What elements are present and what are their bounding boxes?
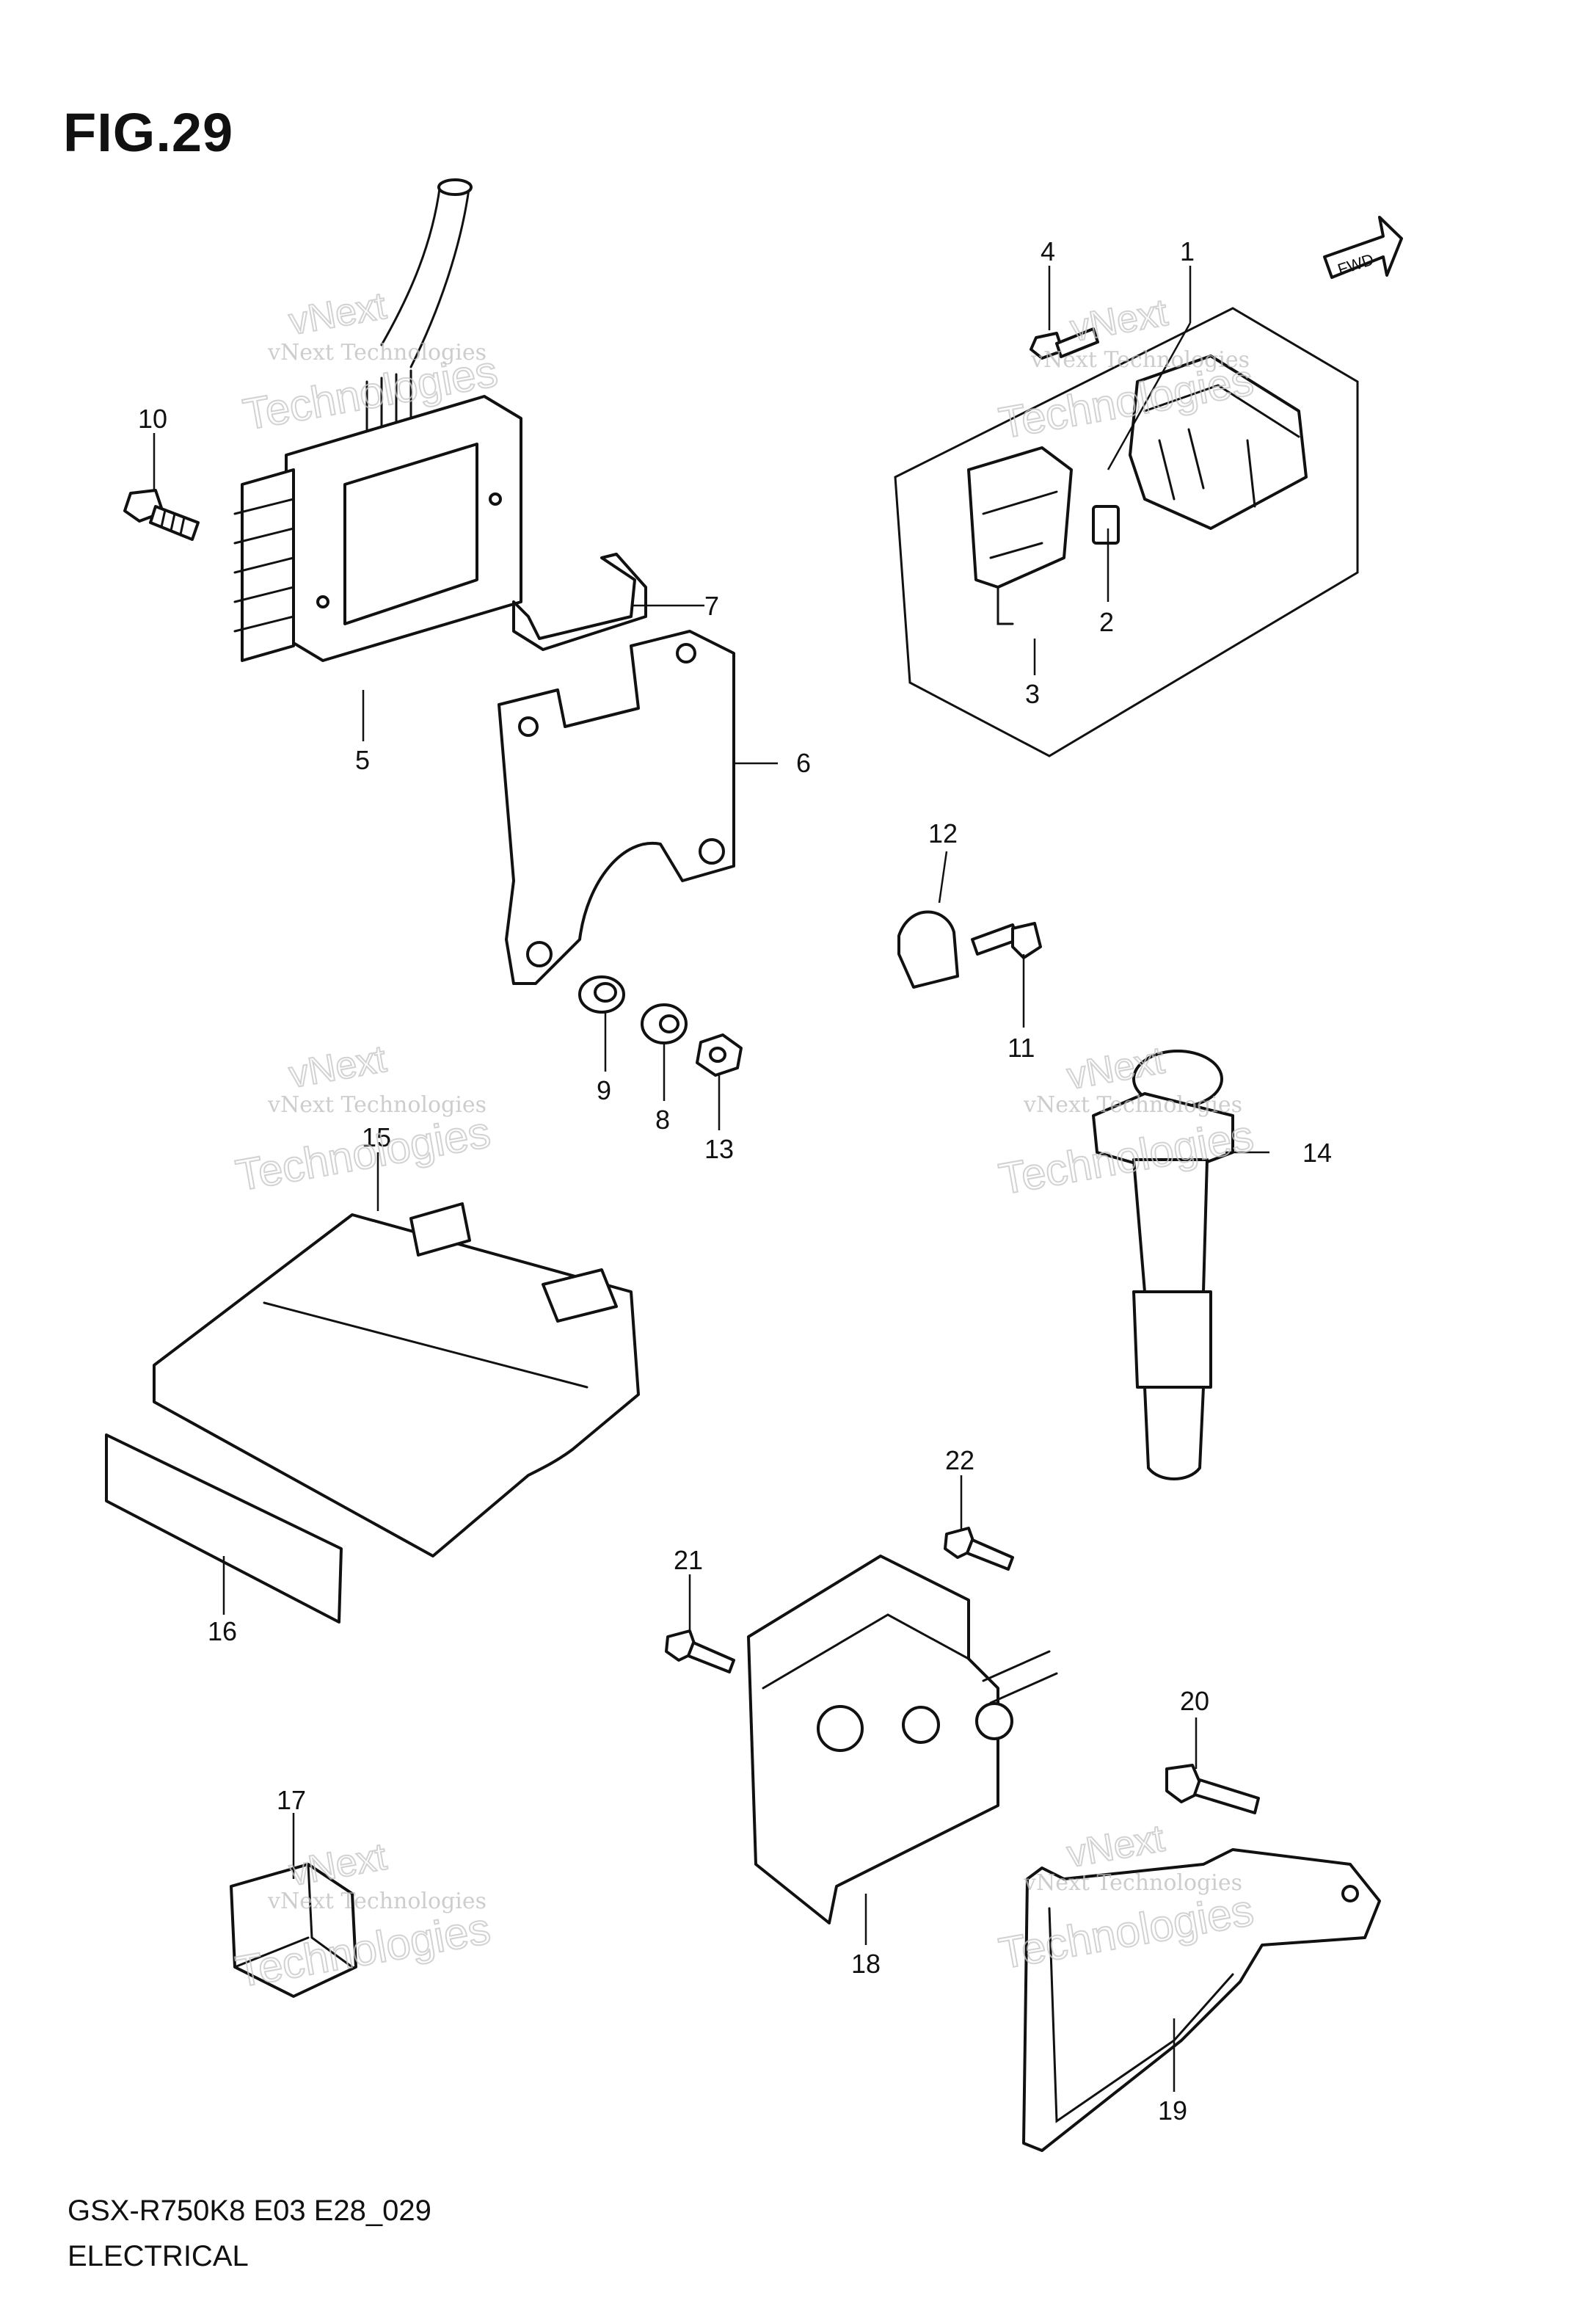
clamp-bolt-part[interactable]	[971, 922, 1042, 959]
callout-17: 17	[277, 1785, 306, 1815]
callout-16: 16	[208, 1616, 237, 1646]
figure-title: FIG.29	[63, 102, 234, 163]
grommet-part[interactable]	[578, 975, 625, 1014]
ecm-label-part[interactable]	[105, 1433, 343, 1624]
sensor-bolt-part[interactable]	[665, 1629, 735, 1673]
ignition-coil-part[interactable]	[1092, 1050, 1234, 1480]
spacer-plate-part[interactable]	[512, 553, 647, 651]
model-code: GSX-R750K8 E03 E28_029	[68, 2195, 431, 2227]
mounting-bracket-part[interactable]	[498, 630, 735, 985]
callout-15: 15	[362, 1122, 391, 1152]
watermark-text: vNext Technologies	[267, 1092, 487, 1118]
callout-22: 22	[945, 1445, 974, 1475]
watermark-brand: vNext	[285, 285, 390, 343]
callout-12: 12	[928, 818, 958, 848]
watermark-text: vNext Technologies	[267, 340, 487, 366]
callout-8: 8	[655, 1105, 670, 1135]
sensor-bracket-part[interactable]	[1022, 1848, 1381, 2152]
callout-1: 1	[1180, 236, 1195, 266]
regulator-rectifier-part[interactable]	[233, 178, 522, 662]
callout-4: 4	[1041, 236, 1055, 266]
callout-9: 9	[597, 1075, 611, 1105]
callout-20: 20	[1180, 1686, 1209, 1716]
starter-relay-group[interactable]	[894, 307, 1359, 757]
nut-part[interactable]	[696, 1033, 743, 1077]
callout-labels: 1 2 3 4 5 6 7 8 9 10 11 12 13 14 15 16 1…	[138, 236, 1332, 2126]
watermark-brand: vNext	[1067, 291, 1171, 350]
collar-part[interactable]	[641, 1003, 688, 1044]
watermark-company: Technologies	[233, 1107, 495, 1200]
clamp-part[interactable]	[897, 910, 959, 989]
bracket-bolt-part[interactable]	[1165, 1764, 1260, 1814]
callout-14: 14	[1302, 1138, 1332, 1168]
callout-18: 18	[851, 1949, 881, 1979]
callout-21: 21	[674, 1545, 703, 1575]
callout-6: 6	[796, 748, 811, 778]
connector-part[interactable]	[230, 1863, 357, 1998]
section-name: ELECTRICAL	[68, 2240, 249, 2272]
bolt-part[interactable]	[123, 489, 200, 541]
leader-lines	[153, 266, 1269, 2092]
watermark-brand: vNext	[1064, 1817, 1168, 1876]
callout-19: 19	[1158, 2095, 1187, 2126]
watermark-text: vNext Technologies	[1030, 347, 1250, 373]
callout-10: 10	[138, 404, 167, 434]
relay-bolt-part[interactable]	[1030, 327, 1099, 360]
ecm-unit-part[interactable]	[153, 1202, 640, 1557]
callout-3: 3	[1025, 679, 1040, 709]
watermark-brand: vNext	[286, 1836, 390, 1894]
sensor-unit-part[interactable]	[747, 1555, 1058, 1924]
fwd-direction-badge: FWD	[1323, 216, 1403, 279]
callout-5: 5	[355, 745, 370, 775]
callout-7: 7	[704, 591, 719, 621]
watermark-text: vNext Technologies	[1023, 1870, 1242, 1896]
callout-11: 11	[1007, 1033, 1035, 1063]
callout-13: 13	[704, 1134, 734, 1164]
sensor-bolt-part[interactable]	[944, 1527, 1014, 1571]
callout-2: 2	[1099, 607, 1114, 637]
watermark-brand: vNext	[286, 1038, 390, 1097]
watermark-text: vNext Technologies	[267, 1889, 487, 1914]
watermark-text: vNext Technologies	[1023, 1092, 1242, 1118]
